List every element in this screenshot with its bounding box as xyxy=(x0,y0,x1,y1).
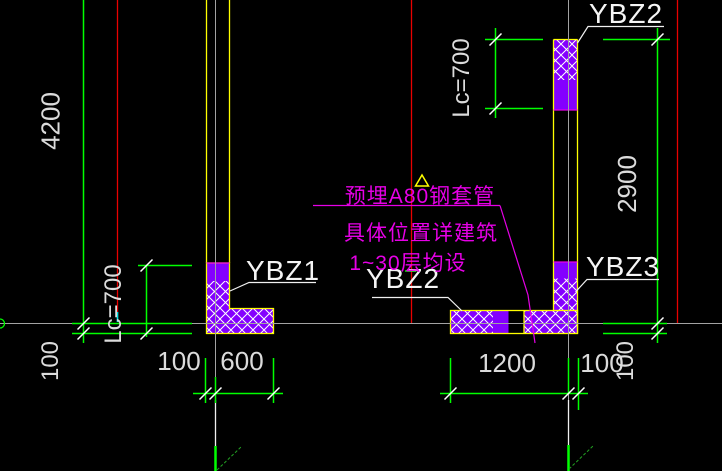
revision-triangle-icon xyxy=(414,173,430,187)
red-grid-lines xyxy=(116,0,679,323)
ybz1-column-fill xyxy=(207,263,274,334)
axis-bubble xyxy=(0,318,6,329)
dimension-ticks xyxy=(76,32,665,401)
ybz1-leader xyxy=(229,281,316,292)
bottom-bar-outline xyxy=(449,309,579,335)
axis-break-diagonal xyxy=(568,445,594,470)
dimension-lines xyxy=(72,0,670,410)
axis-break-diagonal xyxy=(216,446,242,471)
ybz2-bottom-leader xyxy=(372,296,463,312)
label-leaders xyxy=(229,25,664,312)
ybz3-leader xyxy=(575,278,659,293)
lc-zone-separators xyxy=(206,109,578,264)
ybz2-top-leader xyxy=(576,25,664,44)
annotation-leader xyxy=(313,173,536,344)
bottom-wall-bar-fill xyxy=(450,310,578,334)
ybz2-top-column-fill xyxy=(553,39,578,110)
